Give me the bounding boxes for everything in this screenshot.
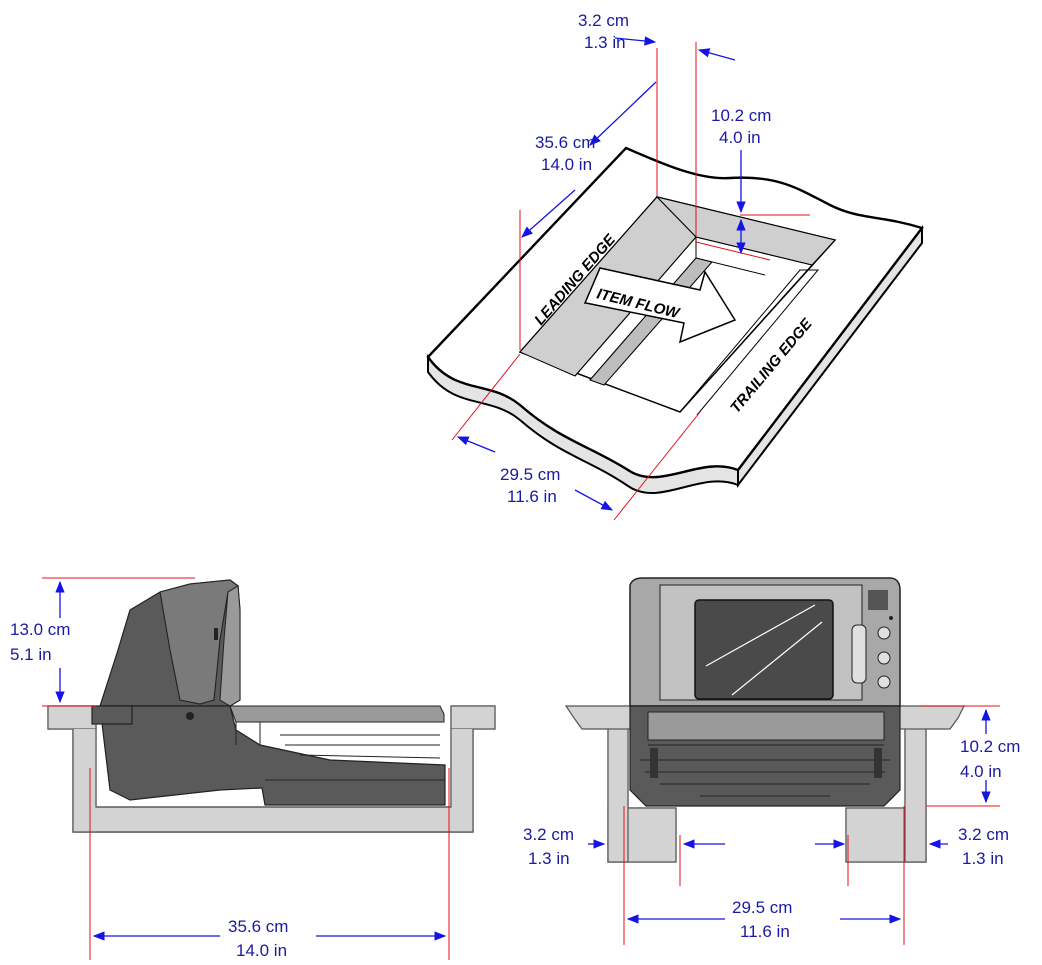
front-button-1-icon (877, 626, 891, 640)
front-left-lip-dim-cm: 3.2 cm (523, 825, 574, 844)
offset-dim-in: 1.3 in (584, 33, 626, 52)
front-button-2-icon (877, 651, 891, 665)
side-length-dim-cm: 35.6 cm (228, 917, 288, 936)
front-view: 10.2 cm 4.0 in 3.2 cm 1.3 in 3.2 cm 1.3 … (523, 577, 1020, 945)
front-depth-dim-cm: 10.2 cm (960, 737, 1020, 756)
side-height-dim-cm: 13.0 cm (10, 620, 70, 639)
length-dim-in: 14.0 in (541, 155, 592, 174)
side-length-dim-in: 14.0 in (236, 941, 287, 960)
front-right-lip-dim-cm: 3.2 cm (958, 825, 1009, 844)
length-dim-cm: 35.6 cm (535, 133, 595, 152)
width-dim-cm: 29.5 cm (500, 465, 560, 484)
depth-dim-cm: 10.2 cm (711, 106, 771, 125)
front-button-3-icon (877, 675, 891, 689)
side-scale-platter (229, 705, 445, 723)
front-right-lip-dim-in: 1.3 in (962, 849, 1004, 868)
side-height-dim-in: 5.1 in (10, 645, 52, 664)
depth-dim-in: 4.0 in (719, 128, 761, 147)
front-left-lip-dim-in: 1.3 in (528, 849, 570, 868)
front-width-dim-cm: 29.5 cm (732, 898, 792, 917)
front-width-dim-in: 11.6 in (740, 922, 790, 941)
item-flow-arrow (583, 267, 737, 344)
top-view: ITEM FLOW LEADING EDGE TRAILING EDGE 3.2… (426, 11, 924, 521)
offset-dim-cm: 3.2 cm (578, 11, 629, 30)
front-scanner-window (694, 599, 834, 700)
width-dim-in: 11.6 in (507, 487, 557, 506)
side-view: 13.0 cm 5.1 in 35.6 cm 14.0 in (10, 577, 496, 960)
front-depth-dim-in: 4.0 in (960, 762, 1002, 781)
